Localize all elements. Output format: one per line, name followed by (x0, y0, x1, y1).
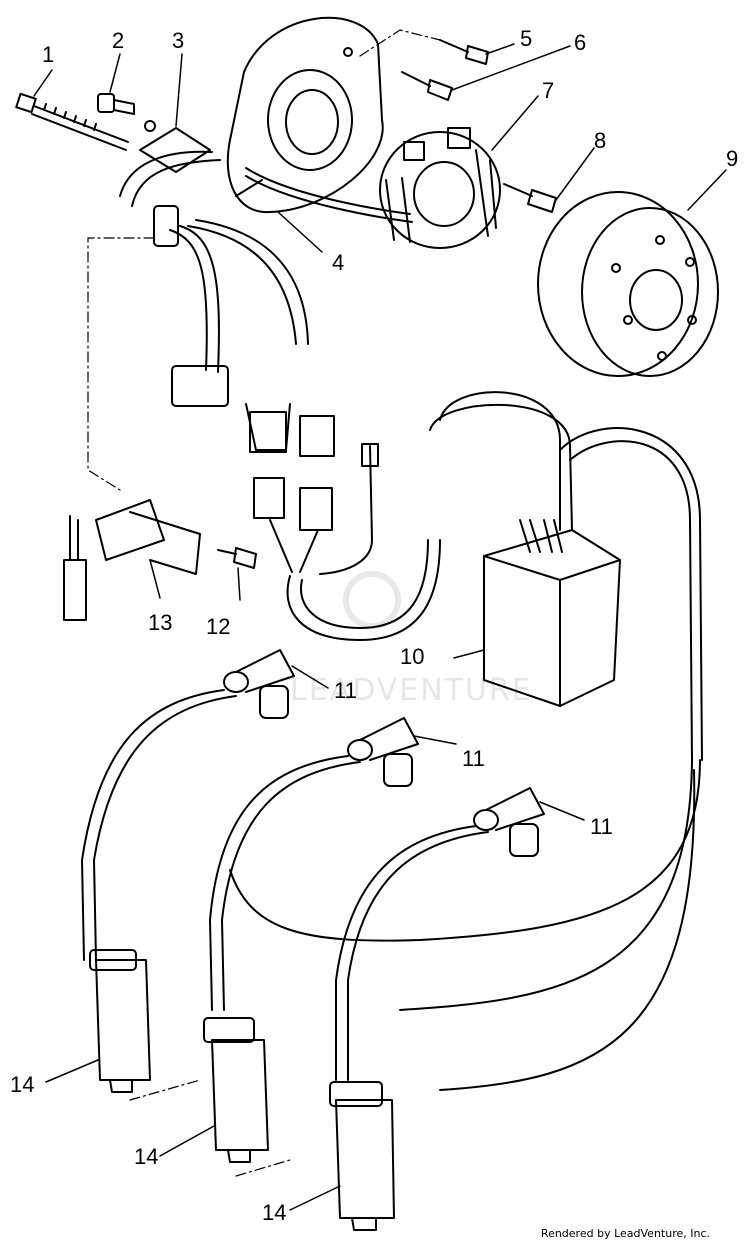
callout-6: 6 (574, 30, 586, 55)
callout-14-a: 14 (10, 1072, 34, 1097)
ignition-coil-2 (203, 1017, 269, 1163)
watermark: LEADVENTURE (290, 571, 533, 708)
callout-14-b: 14 (134, 1144, 158, 1169)
callout-14-c: 14 (262, 1200, 286, 1225)
watermark-text: LEADVENTURE (290, 673, 533, 708)
leader-lines (33, 43, 727, 1211)
callout-11-c: 11 (590, 814, 613, 839)
ht-leads (81, 689, 701, 1091)
callout-3: 3 (172, 28, 184, 53)
callout-5: 5 (520, 26, 532, 51)
screw-6 (401, 71, 453, 101)
callout-8: 8 (594, 128, 606, 153)
callout-2: 2 (112, 28, 124, 53)
plug-cap-2 (347, 717, 419, 787)
callout-1: 1 (42, 42, 54, 67)
cable-tie (15, 92, 129, 151)
callout-10: 10 (400, 644, 424, 669)
callout-12: 12 (206, 614, 230, 639)
ignition-coil-1 (89, 949, 151, 1093)
flywheel (537, 191, 719, 377)
callout-11-b: 11 (462, 746, 485, 771)
plug-cap-3 (473, 787, 545, 857)
screw-5 (439, 39, 489, 65)
callout-13: 13 (148, 610, 172, 635)
footer-credit: Rendered by LeadVenture, Inc. (540, 1227, 710, 1240)
screw-12 (217, 547, 257, 569)
bracket-13 (63, 499, 201, 621)
ignition-coil-3 (329, 1081, 395, 1231)
harness-clamp (119, 127, 221, 247)
callout-4: 4 (332, 250, 344, 275)
screw-2 (97, 93, 156, 132)
reference-lines (87, 29, 441, 1177)
callout-labels: 1 2 3 4 5 6 7 8 9 10 11 11 11 12 13 14 1… (10, 26, 738, 1225)
stator-plate (226, 16, 413, 223)
plug-cap-1 (223, 649, 295, 719)
callout-11-a: 11 (334, 678, 357, 703)
callout-9: 9 (726, 146, 738, 171)
stator-coil (379, 127, 501, 249)
screw-8 (503, 183, 557, 213)
stator-harness (169, 219, 441, 641)
cdi-box (429, 391, 703, 761)
callout-7: 7 (542, 78, 554, 103)
